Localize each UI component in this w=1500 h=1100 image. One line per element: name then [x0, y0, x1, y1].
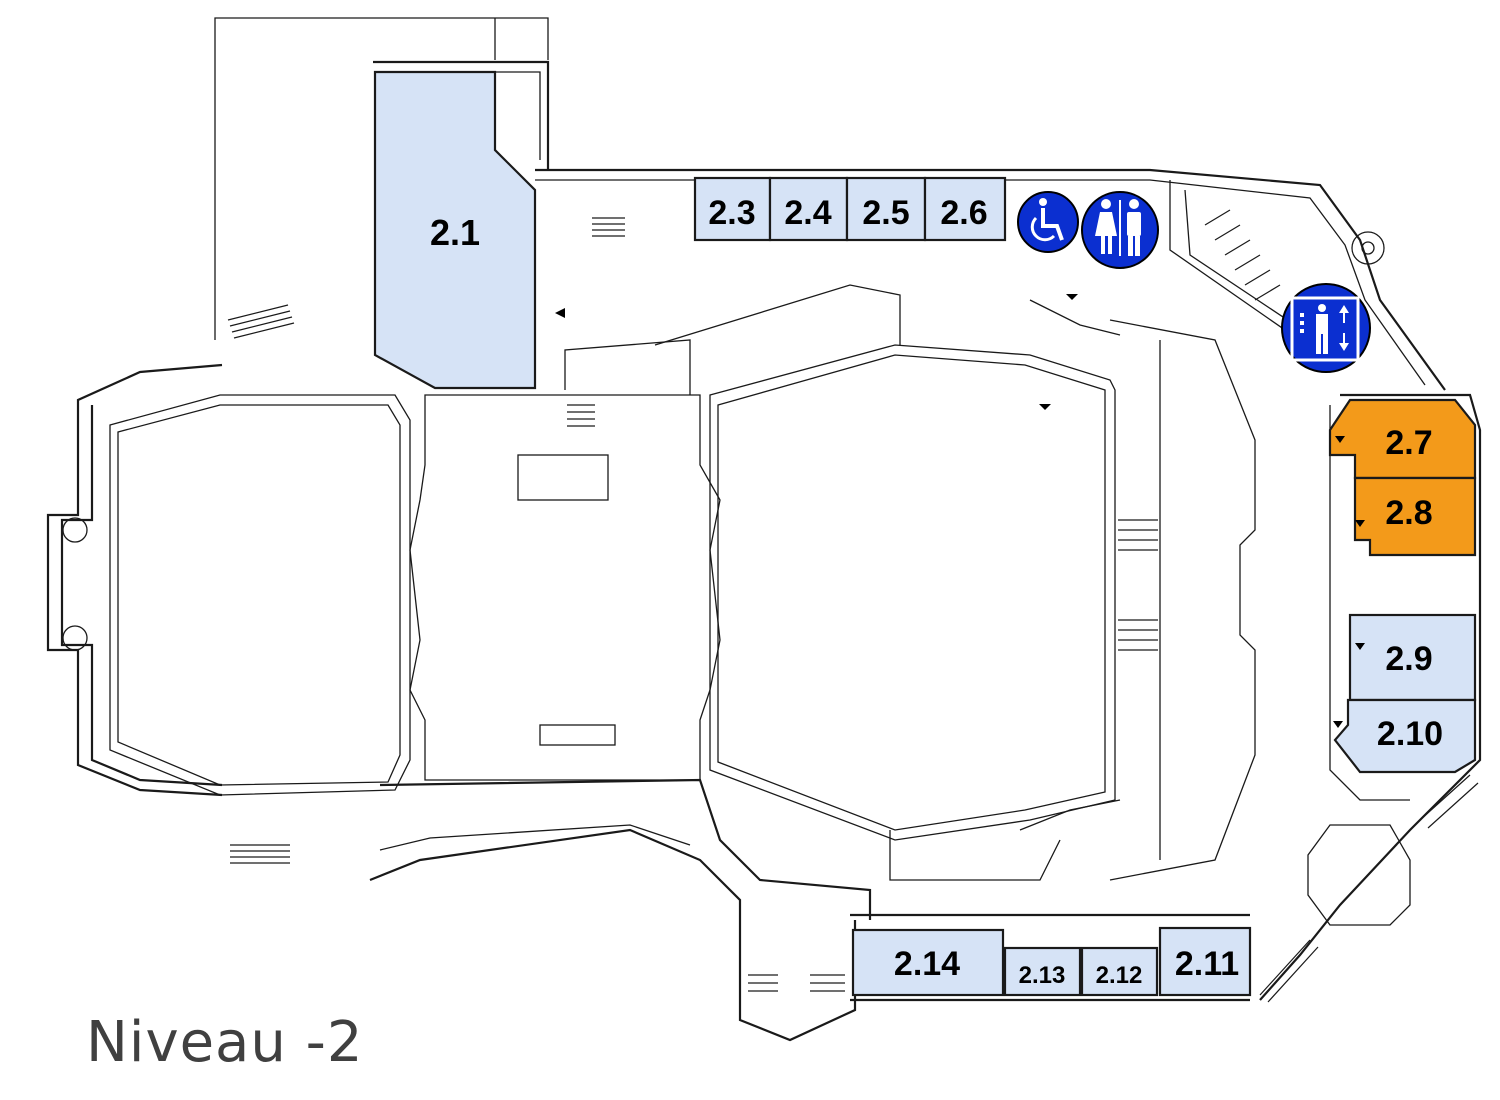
wheelchair-accessible-icon: [1017, 191, 1079, 253]
stair-sw: [230, 844, 290, 864]
stair-nw: [227, 304, 295, 339]
stair-stage: [1118, 519, 1158, 651]
stair-ne: [1204, 209, 1281, 301]
building-walls: [46, 60, 1482, 1042]
stair-south: [748, 974, 845, 992]
room-label-2-14: 2.14: [894, 945, 960, 983]
spiral-stairs: [62, 231, 1385, 651]
room-2-8[interactable]: [1353, 476, 1477, 557]
room-label-2-3: 2.3: [708, 194, 755, 232]
staircases: [227, 209, 1479, 1003]
room-2-1[interactable]: [373, 70, 537, 390]
room-2-3[interactable]: [693, 176, 772, 242]
room-label-2-12: 2.12: [1096, 962, 1143, 989]
room-label-2-10: 2.10: [1377, 715, 1443, 753]
stair-north-corridor: [567, 217, 625, 427]
level-title: Niveau -2: [86, 1010, 364, 1075]
room-label-2-1: 2.1: [430, 212, 480, 253]
room-2-11[interactable]: [1158, 926, 1252, 997]
room-2-4[interactable]: [768, 176, 849, 242]
room-label-2-7: 2.7: [1385, 424, 1432, 462]
room-2-14[interactable]: [851, 928, 1005, 997]
room-2-12[interactable]: [1080, 946, 1159, 997]
room-2-10[interactable]: [1333, 698, 1477, 774]
room-2-9[interactable]: [1348, 613, 1477, 702]
room-2-13[interactable]: [1003, 946, 1082, 997]
room-label-2-5: 2.5: [862, 194, 909, 232]
rooms: [373, 70, 1477, 997]
north-annex-walls: [214, 17, 549, 340]
room-label-2-11: 2.11: [1175, 945, 1239, 983]
stair-se: [1259, 774, 1479, 1003]
room-2-6[interactable]: [923, 176, 1007, 242]
room-label-2-9: 2.9: [1385, 640, 1432, 678]
restroom-icon: [1081, 191, 1159, 269]
room-label-2-4: 2.4: [784, 194, 831, 232]
room-label-2-6: 2.6: [940, 194, 987, 232]
elevator-icon: [1281, 283, 1371, 373]
room-label-2-8: 2.8: [1385, 494, 1432, 532]
room-labels: 2.1 2.3 2.4 2.5 2.6 2.7 2.8 2.9 2.10 2.1…: [430, 194, 1443, 989]
door-arrows: [555, 294, 1365, 728]
room-label-2-13: 2.13: [1019, 962, 1066, 989]
